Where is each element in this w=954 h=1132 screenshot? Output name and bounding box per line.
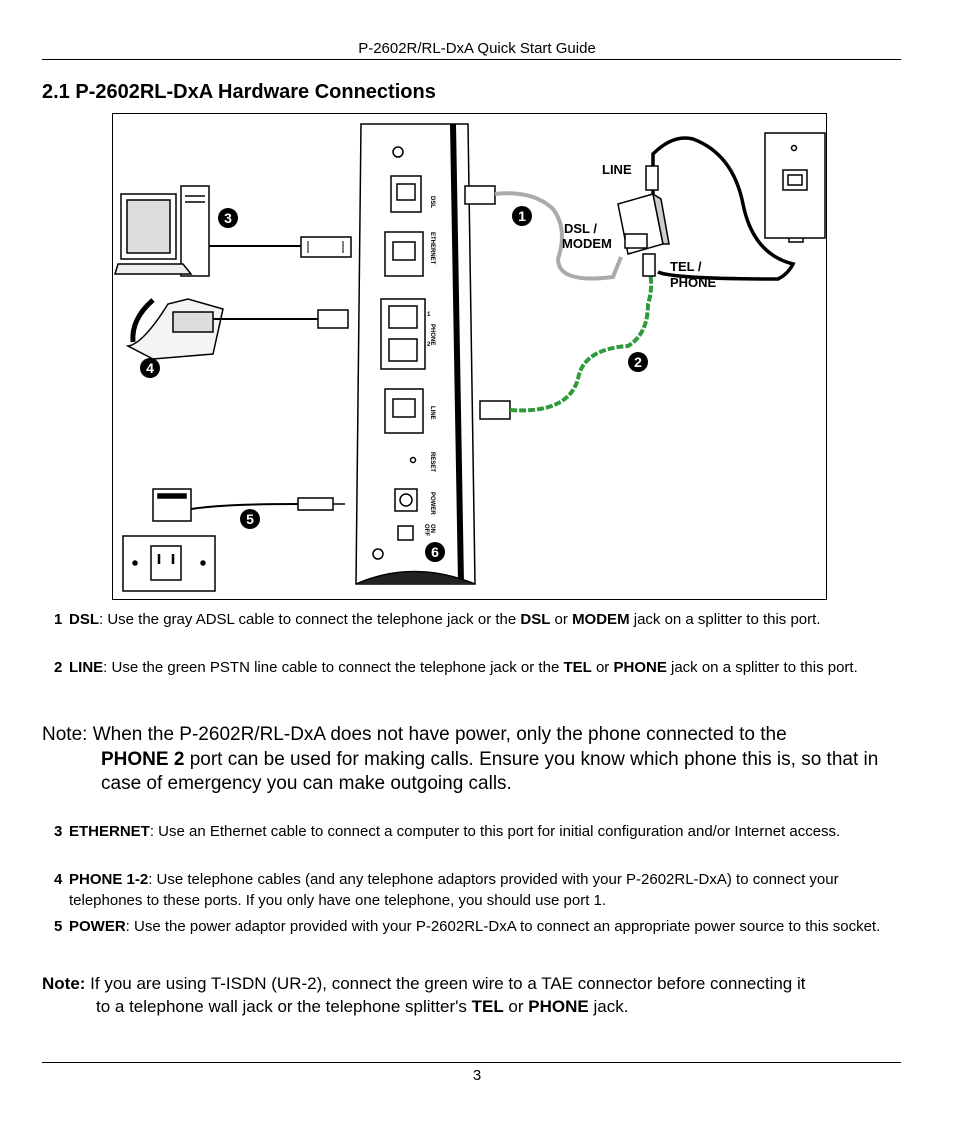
router-port-labels: DSL ETHERNET PHONE 1 2 LINE RESET POWER … — [423, 196, 435, 536]
port-off-label: OFF — [423, 524, 429, 536]
power-note: Note: When the P-2602R/RL-DxA does not h… — [42, 724, 879, 794]
ethernet-cable — [209, 236, 352, 258]
dsl-cable — [464, 185, 623, 281]
port-phone-label: PHONE — [429, 324, 435, 345]
list-item-phone: 4 PHONE 1-2: Use telephone cables (and a… — [54, 871, 839, 909]
list-item-line: 2 LINE: Use the green PSTN line cable to… — [54, 659, 858, 676]
dsl-modem-label-2: MODEM — [562, 236, 612, 251]
line-label: LINE — [602, 162, 632, 177]
callout-2: 2 — [628, 352, 648, 372]
phone-cable — [213, 309, 349, 329]
port-reset-label: RESET — [429, 452, 435, 472]
computer-icon — [113, 185, 210, 277]
router-device — [355, 123, 476, 585]
port-dsl-label: DSL — [429, 196, 435, 208]
dsl-modem-label-1: DSL / — [564, 221, 597, 236]
hardware-connections-figure: DSL ETHERNET PHONE 1 2 LINE RESET POWER … — [112, 113, 827, 600]
list-item-ethernet: 3 ETHERNET: Use an Ethernet cable to con… — [54, 823, 841, 840]
svg-text:4: 4 — [146, 360, 154, 376]
section-title: 2.1 P-2602RL-DxA Hardware Connections — [42, 81, 436, 103]
port-power-label: POWER — [429, 492, 435, 515]
wall-jack-icon — [764, 132, 826, 239]
page-number: 3 — [472, 1067, 482, 1084]
callout-5: 5 — [240, 509, 260, 529]
port-ethernet-label: ETHERNET — [429, 232, 435, 265]
port-on-label: ON — [429, 524, 435, 533]
svg-text:1: 1 — [518, 208, 526, 224]
callout-1: 1 — [512, 206, 532, 226]
header-rule — [42, 59, 901, 60]
page-header-title: P-2602R/RL-DxA Quick Start Guide — [358, 40, 596, 57]
svg-text:3: 3 — [224, 210, 232, 226]
port-phone-2-label: 2 — [427, 342, 431, 348]
port-line-label: LINE — [429, 406, 435, 420]
callout-4: 4 — [140, 358, 160, 378]
port-phone-1-label: 1 — [427, 312, 431, 318]
svg-text:2: 2 — [634, 354, 642, 370]
callout-3: 3 — [218, 208, 238, 228]
wall-outlet-icon — [122, 535, 216, 592]
isdn-note: Note: If you are using T-ISDN (UR-2), co… — [42, 974, 806, 1016]
tel-phone-label-2: PHONE — [670, 275, 717, 290]
callout-6: 6 — [425, 542, 445, 562]
list-item-dsl: 1 DSL: Use the gray ADSL cable to connec… — [54, 611, 821, 628]
power-adaptor-icon — [152, 488, 345, 522]
footer-rule — [42, 1062, 901, 1063]
list-item-power: 5 POWER: Use the power adaptor provided … — [54, 918, 881, 935]
tel-phone-label-1: TEL / — [670, 259, 702, 274]
splitter-device — [617, 192, 670, 277]
line-cable — [479, 271, 654, 420]
svg-text:5: 5 — [246, 511, 254, 527]
svg-text:6: 6 — [431, 544, 439, 560]
telephone-icon — [125, 298, 224, 360]
